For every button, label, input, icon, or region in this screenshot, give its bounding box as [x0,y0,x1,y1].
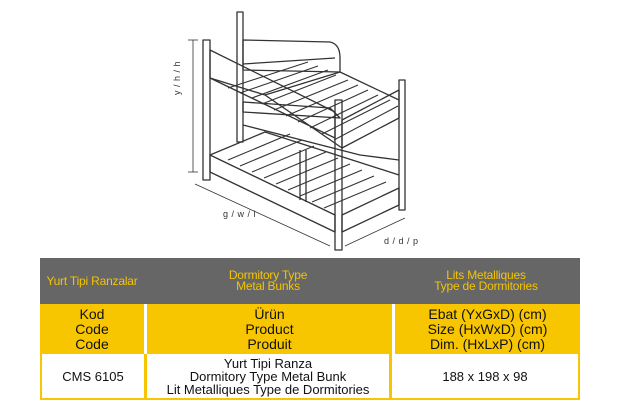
row-product-en: Dormitory Type Metal Bunk [189,368,347,384]
bunk-bed-drawing: y / h / h g / w / l d / d / p [172,11,419,251]
header-en-line-1: Dormitory Type [228,268,308,282]
label-code: Kod Code Code [40,304,144,354]
label-product-en: Product [245,320,294,337]
header-fr-line-2: Type de Dormitories [434,279,538,293]
row-size-value: 188 x 198 x 98 [442,368,528,384]
row-product-fr: Lit Metalliques Type de Dormitories [166,381,370,397]
row-product: Yurt Tipi Ranza Dormitory Type Metal Bun… [144,354,392,400]
spec-table: Yurt Tipi Ranzalar Dormitory Type Metal … [40,258,580,400]
label-size: Ebat (YxGxD) (cm) Size (HxWxD) (cm) Dim.… [392,304,580,354]
header-tr-line: Yurt Tipi Ranzalar [46,273,138,288]
header-en-line-2: Metal Bunks [236,279,300,293]
width-dimension-label: g / w / l [223,209,257,219]
label-code-tr: Kod [79,305,105,322]
label-product-tr: Ürün [254,305,285,322]
row-code: CMS 6105 [40,354,144,400]
header-tr: Yurt Tipi Ranzalar [40,258,144,304]
bunk-bed-illustration [188,11,406,251]
header-en: Dormitory Type Metal Bunks [144,258,392,304]
label-size-en: Size (HxWxD) (cm) [427,320,548,337]
label-code-fr: Code [75,335,109,352]
header-fr-line-1: Lits Metalliques [446,268,526,282]
label-size-tr: Ebat (YxGxD) (cm) [428,305,547,322]
row-size: 188 x 198 x 98 [392,354,580,400]
depth-dimension-label: d / d / p [384,236,419,246]
label-size-fr: Dim. (HxLxP) (cm) [429,335,546,352]
label-code-en: Code [75,320,109,337]
height-dimension-label: y / h / h [172,60,182,95]
label-product-fr: Produit [247,335,292,352]
row-code-value: CMS 6105 [62,368,124,384]
label-product: Ürün Product Produit [144,304,392,354]
row-product-tr: Yurt Tipi Ranza [223,355,313,371]
header-fr: Lits Metalliques Type de Dormitories [392,258,580,304]
